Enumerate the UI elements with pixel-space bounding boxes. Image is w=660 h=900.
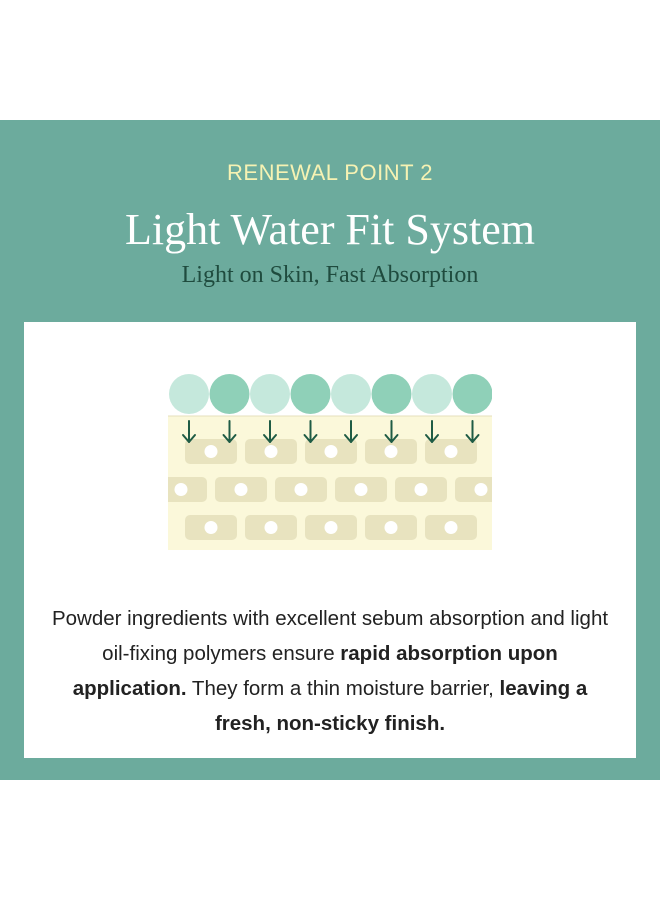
page-subtitle: Light on Skin, Fast Absorption (181, 262, 479, 288)
arrow-head (465, 434, 480, 443)
arrow-head (263, 434, 277, 443)
cell-nucleus (414, 483, 428, 496)
description-part-2: They form a thin moisture barrier, (186, 676, 500, 700)
arrow-head (222, 434, 237, 443)
down-arrow-icon (303, 420, 318, 443)
cell-nucleus (234, 483, 248, 496)
arrow-head (303, 434, 318, 443)
moisture-droplet-icon (209, 374, 250, 414)
down-arrow-icon (384, 420, 399, 443)
cell-nucleus (264, 521, 278, 534)
moisture-droplet-icon (290, 374, 331, 414)
description-bold-2: leaving a fresh, non-sticky finish. (214, 676, 588, 735)
description-part-1: Powder ingredients with excellent sebum … (51, 606, 609, 665)
down-arrow-icon (222, 420, 237, 443)
moisture-droplet-icon (331, 374, 371, 414)
cell-nucleus (474, 483, 488, 496)
cell-nucleus (204, 445, 218, 458)
down-arrow-icon (344, 420, 358, 443)
moisture-droplet-icon (169, 374, 209, 414)
cell-nucleus (384, 521, 398, 534)
moisture-droplet-icon (371, 374, 412, 414)
content-card: Powder ingredients with excellent sebum … (24, 322, 636, 758)
skin-absorption-illustration (168, 374, 492, 550)
section-eyebrow: RENEWAL POINT 2 (227, 160, 433, 185)
description-bold-1: rapid absorption upon application. (72, 641, 558, 700)
down-arrow-icon (465, 420, 480, 443)
arrow-head (344, 434, 358, 443)
down-arrow-icon (263, 420, 277, 443)
cell-nucleus (324, 521, 338, 534)
cell-nucleus (444, 445, 458, 458)
moisture-droplet-icon (250, 374, 290, 414)
cell-nucleus (264, 445, 278, 458)
cell-nucleus (204, 521, 218, 534)
arrow-head (384, 434, 399, 443)
arrow-head (182, 434, 196, 443)
down-arrow-icon (425, 420, 439, 443)
description-text: Powder ingredients with excellent sebum … (44, 601, 616, 741)
cell-nucleus (384, 445, 398, 458)
page-title: Light Water Fit System (125, 205, 535, 254)
cell-nucleus (324, 445, 338, 458)
cell-nucleus (294, 483, 308, 496)
cell-nucleus (174, 483, 188, 496)
moisture-droplet-icon (412, 374, 452, 414)
arrow-head (425, 434, 439, 443)
moisture-droplet-icon (452, 374, 492, 414)
down-arrow-icon (182, 420, 196, 443)
cell-nucleus (354, 483, 368, 496)
cell-nucleus (444, 521, 458, 534)
